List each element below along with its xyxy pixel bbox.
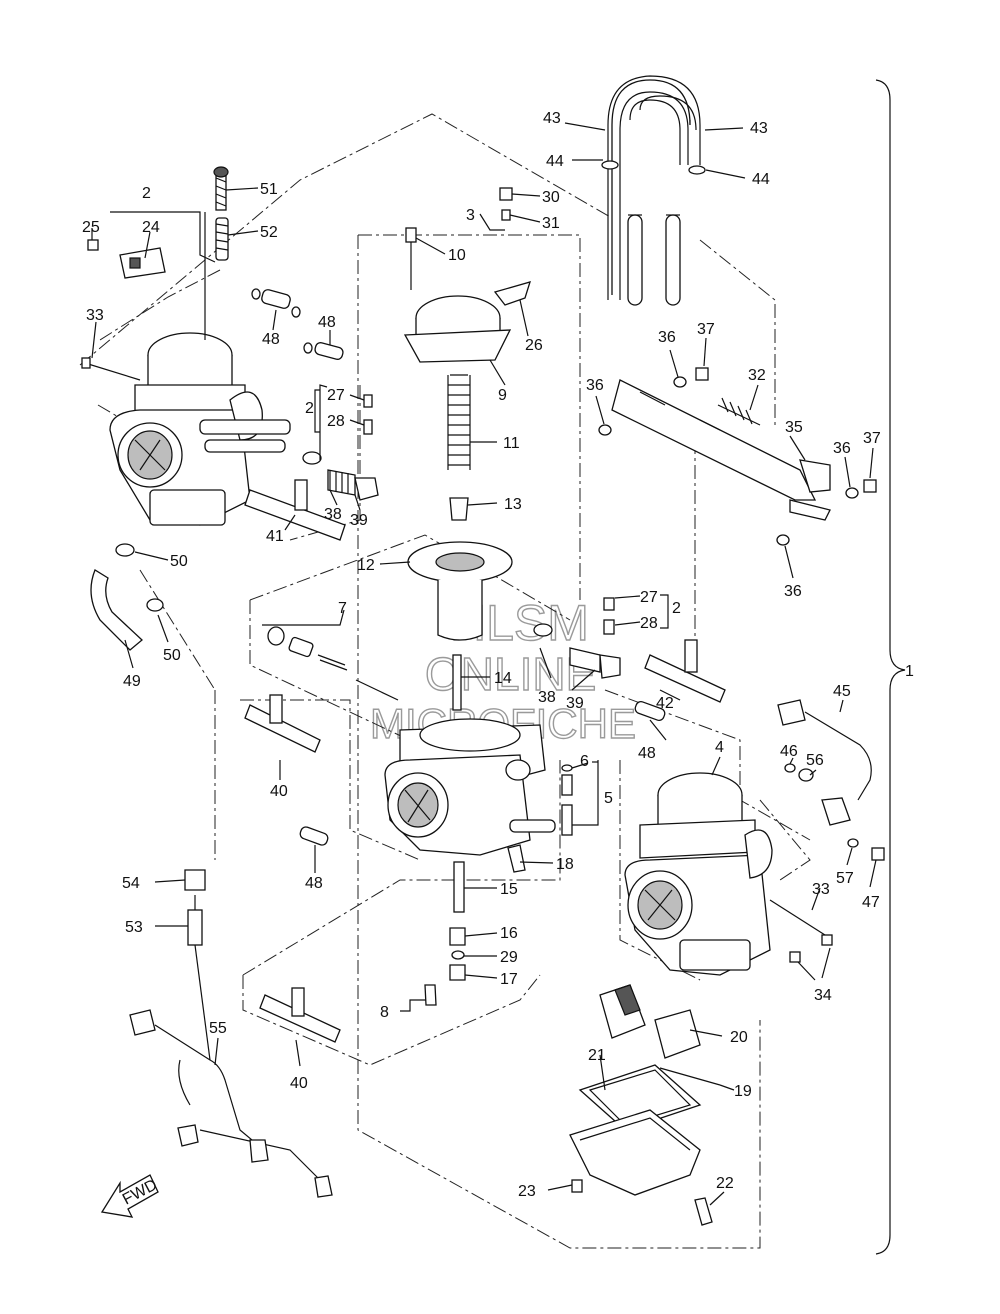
- callout-47: 47: [862, 894, 880, 911]
- callout-8: 8: [380, 1004, 389, 1021]
- callout-48: 48: [318, 314, 336, 331]
- callout-38: 38: [538, 689, 556, 706]
- callout-57: 57: [836, 870, 854, 887]
- callout-11: 11: [503, 435, 520, 452]
- callout-13: 13: [504, 496, 522, 513]
- callout-24: 24: [142, 219, 160, 236]
- callout-16: 16: [500, 925, 518, 942]
- callout-43: 43: [750, 120, 768, 137]
- callout-21: 21: [588, 1047, 606, 1064]
- callout-17: 17: [500, 971, 518, 988]
- callout-35: 35: [785, 419, 803, 436]
- callout-40: 40: [290, 1075, 308, 1092]
- callout-12: 12: [357, 557, 375, 574]
- callout-48: 48: [262, 331, 280, 348]
- callout-3: 3: [466, 207, 475, 224]
- callout-10: 10: [448, 247, 466, 264]
- callout-53: 53: [125, 919, 143, 936]
- callout-45: 45: [833, 683, 851, 700]
- callout-56: 56: [806, 752, 824, 769]
- float-bowl-parts: [569, 984, 721, 1226]
- callout-26: 26: [525, 337, 543, 354]
- callout-27: 27: [327, 387, 345, 404]
- center-carburetor: [244, 597, 726, 1043]
- callout-22: 22: [716, 1175, 734, 1192]
- callout-5: 5: [604, 790, 613, 807]
- callout-37: 37: [697, 321, 715, 338]
- callout-54: 54: [122, 875, 140, 892]
- callout-52: 52: [260, 224, 278, 241]
- callout-9: 9: [498, 387, 507, 404]
- callout-4: 4: [715, 739, 724, 756]
- callout-44: 44: [546, 153, 564, 170]
- callout-2: 2: [142, 185, 151, 202]
- callout-43: 43: [543, 110, 561, 127]
- callout-28: 28: [327, 413, 345, 430]
- callout-6: 6: [580, 753, 589, 770]
- vent-hoses: [601, 75, 706, 306]
- callout-30: 30: [542, 189, 560, 206]
- center-top-parts: [403, 187, 531, 641]
- grouping-lines: [79, 113, 811, 1249]
- callout-27: 27: [640, 589, 658, 606]
- callout-23: 23: [518, 1183, 536, 1200]
- callout-labels: 1 2 2 2 3 4 5 6 7 8 9 10 11 12 13 14 15 …: [82, 110, 914, 1200]
- callout-39: 39: [566, 695, 584, 712]
- right-carburetor: [624, 772, 833, 976]
- callout-29: 29: [500, 949, 518, 966]
- callout-38: 38: [324, 506, 342, 523]
- callout-48: 48: [305, 875, 323, 892]
- callout-50: 50: [170, 553, 188, 570]
- callout-48: 48: [638, 745, 656, 762]
- callout-42: 42: [656, 695, 674, 712]
- callout-55: 55: [209, 1020, 227, 1037]
- callout-36: 36: [833, 440, 851, 457]
- callout-46: 46: [780, 743, 798, 760]
- callout-1: 1: [905, 663, 914, 680]
- callout-41: 41: [266, 528, 284, 545]
- sensor-harness: [129, 699, 885, 1198]
- callout-39: 39: [350, 512, 368, 529]
- callout-brackets: [314, 389, 669, 763]
- callout-33: 33: [812, 881, 830, 898]
- left-carburetor: [109, 332, 291, 526]
- link-bracket: [598, 367, 877, 546]
- callout-7: 7: [338, 600, 347, 617]
- callout-34: 34: [814, 987, 832, 1004]
- callout-18: 18: [556, 856, 574, 873]
- callout-25: 25: [82, 219, 100, 236]
- callout-2: 2: [305, 400, 314, 417]
- callout-44: 44: [752, 171, 770, 188]
- assembly-bracket: [875, 79, 906, 1255]
- callout-31: 31: [542, 215, 560, 232]
- callout-36: 36: [586, 377, 604, 394]
- forward-arrow: FWD: [100, 1174, 160, 1218]
- callout-28: 28: [640, 615, 658, 632]
- leader-lines: [91, 122, 877, 1206]
- callout-19: 19: [734, 1083, 752, 1100]
- callout-51: 51: [260, 181, 278, 198]
- callout-49: 49: [123, 673, 141, 690]
- callout-40: 40: [270, 783, 288, 800]
- callout-14: 14: [494, 670, 512, 687]
- callout-36: 36: [658, 329, 676, 346]
- callout-15: 15: [500, 881, 518, 898]
- callout-32: 32: [748, 367, 766, 384]
- callout-33: 33: [86, 307, 104, 324]
- callout-50: 50: [163, 647, 181, 664]
- callout-20: 20: [730, 1029, 748, 1046]
- callout-2: 2: [672, 600, 681, 617]
- callout-37: 37: [863, 430, 881, 447]
- callout-36: 36: [784, 583, 802, 600]
